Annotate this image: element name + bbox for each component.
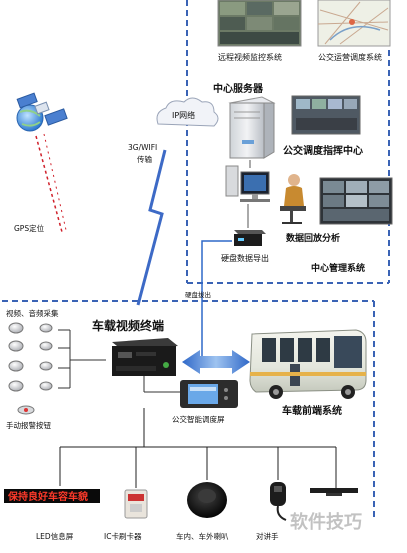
- terminal-label: 车载视频终端: [92, 318, 164, 333]
- peripheral-bus: [59, 408, 337, 488]
- hdd-link: [201, 240, 232, 298]
- speakers-label: 车内、车外喇叭: [176, 531, 229, 541]
- watermark: 软件技巧: [290, 511, 362, 533]
- center-mgmt-label: 中心管理系统: [311, 262, 365, 274]
- ip-network-label: IP网络: [172, 110, 195, 120]
- dvr-icon: [112, 338, 178, 376]
- vehicle-boundary: [2, 300, 375, 520]
- card-reader-icon: [124, 489, 148, 519]
- center-boundary: [186, 0, 390, 284]
- video-wall-icon: [319, 177, 393, 225]
- microphone-icon: [270, 482, 287, 521]
- remote-monitor-icon: [217, 0, 302, 47]
- control-room-icon: [291, 95, 361, 135]
- dispatch-screen-label: 公交智能调度屏: [172, 414, 225, 424]
- computer-icon: [225, 165, 270, 202]
- led-sign: 保持良好车容车貌: [4, 489, 100, 503]
- hard-disk-icon: [234, 230, 266, 246]
- manual-alarm-label: 手动报警按钮: [6, 420, 51, 430]
- gps-beam: [35, 135, 63, 233]
- satellite-icon: [16, 92, 68, 126]
- wireless-link: [136, 149, 167, 306]
- led-screen-label: LED信息屏: [36, 531, 74, 541]
- dvr-bus-arrow: [182, 350, 250, 374]
- wireless-label-2: 传输: [137, 154, 152, 164]
- data-playback-label: 数据回放分析: [286, 232, 340, 244]
- av-capture-label: 视频、音频采集: [6, 308, 59, 318]
- bus-icon: [249, 329, 367, 399]
- center-server-label: 中心服务器: [213, 82, 264, 95]
- wireless-label-1: 3G/WIFI: [128, 143, 157, 152]
- antenna-icon: [310, 488, 358, 496]
- server-icon: [228, 96, 276, 159]
- hdd-copy-label: 硬盘拔出: [185, 290, 211, 299]
- cloud-icon: [156, 97, 219, 127]
- bus-ops-label: 公交运营调度系统: [318, 52, 382, 62]
- camera-icon: [8, 322, 53, 415]
- intercom-label: 对讲手: [256, 531, 279, 541]
- remote-video-label: 远程视频监控系统: [218, 52, 282, 62]
- tablet-icon: [180, 380, 238, 408]
- ic-reader-label: IC卡刷卡器: [104, 531, 142, 541]
- operator-icon: [280, 174, 306, 224]
- led-sign-text: 保持良好车容车貌: [7, 490, 88, 503]
- front-system-label: 车载前端系统: [282, 404, 342, 417]
- dispatch-center-label: 公交调度指挥中心: [283, 144, 363, 157]
- gps-beam-2: [43, 133, 67, 231]
- speaker-icon: [187, 482, 227, 518]
- city-map-icon: [317, 0, 391, 47]
- gps-label: GPS定位: [14, 223, 45, 233]
- hdd-export-label: 硬盘数据导出: [221, 253, 269, 263]
